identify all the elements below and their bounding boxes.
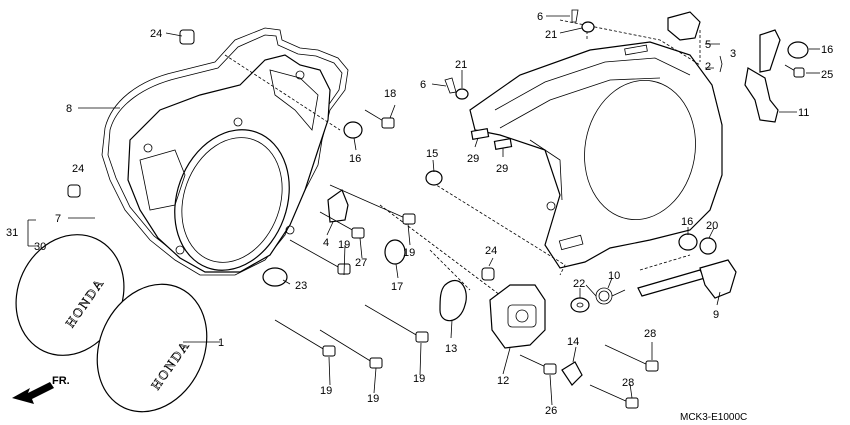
label-8: 8 xyxy=(66,103,72,115)
label-24b: 24 xyxy=(72,163,84,175)
return-spring[interactable] xyxy=(585,284,626,305)
rubber-mount-16c[interactable] xyxy=(678,233,698,251)
clutch-lifter-arm[interactable] xyxy=(489,284,546,349)
washer-21b[interactable] xyxy=(455,88,469,100)
label-29a: 29 xyxy=(467,153,479,165)
rubber-pad-29b[interactable] xyxy=(493,137,513,151)
dowel-pin-24b[interactable] xyxy=(67,184,81,198)
label-16b: 16 xyxy=(821,44,833,56)
label-20: 20 xyxy=(706,220,718,232)
rubber-mount-16a[interactable] xyxy=(343,121,363,139)
label-28b: 28 xyxy=(622,377,634,389)
label-25: 25 xyxy=(821,69,833,81)
bolt-28a[interactable] xyxy=(645,360,659,372)
label-4: 4 xyxy=(323,237,329,249)
label-22: 22 xyxy=(573,278,585,290)
collar-20[interactable] xyxy=(699,237,717,255)
part-labels: 1 2 3 4 5 6 6 7 8 9 10 11 12 13 14 15 16… xyxy=(6,11,833,417)
label-6b: 6 xyxy=(420,79,426,91)
label-19a: 19 xyxy=(403,247,415,259)
bolt-19e[interactable] xyxy=(415,331,429,343)
cover-clip[interactable] xyxy=(667,11,701,41)
label-15: 15 xyxy=(426,148,438,160)
label-5: 5 xyxy=(705,39,711,51)
label-2: 2 xyxy=(705,61,711,73)
bolt-26[interactable] xyxy=(543,363,557,375)
label-16c: 16 xyxy=(681,216,693,228)
left-crankcase-cover[interactable] xyxy=(127,54,331,286)
grommet-17[interactable] xyxy=(384,239,406,265)
dowel-pin-24a[interactable] xyxy=(179,29,195,45)
label-7: 7 xyxy=(55,213,61,225)
bolt-19d[interactable] xyxy=(369,357,383,369)
label-23: 23 xyxy=(295,280,307,292)
label-16a: 16 xyxy=(349,153,361,165)
label-24a: 24 xyxy=(150,28,162,40)
label-31: 31 xyxy=(6,227,18,239)
oil-seal-23[interactable] xyxy=(262,267,288,287)
gearshift-spindle[interactable] xyxy=(637,259,737,299)
bolt-18[interactable] xyxy=(381,117,395,129)
label-24c: 24 xyxy=(485,245,497,257)
label-26: 26 xyxy=(545,405,557,417)
label-30: 30 xyxy=(34,241,46,253)
clip-pin-6b[interactable] xyxy=(444,77,457,94)
leader-lines xyxy=(27,15,820,406)
bolt-19c[interactable] xyxy=(322,345,336,357)
washer-21a[interactable] xyxy=(581,21,595,33)
label-19c: 19 xyxy=(320,385,332,397)
label-10: 10 xyxy=(608,270,620,282)
emblem-1[interactable]: HONDA xyxy=(77,266,227,425)
collar-15[interactable] xyxy=(425,170,443,186)
emblem-30[interactable]: HONDA xyxy=(0,217,143,373)
assembly-guides xyxy=(224,19,701,311)
rubber-mount-16b[interactable] xyxy=(787,41,809,59)
label-17: 17 xyxy=(391,281,403,293)
label-21b: 21 xyxy=(455,59,467,71)
label-18: 18 xyxy=(384,88,396,100)
label-21a: 21 xyxy=(545,29,557,41)
bolt-27[interactable] xyxy=(351,227,365,239)
front-label: FR. xyxy=(52,375,70,387)
label-9: 9 xyxy=(713,309,719,321)
bolt-19a[interactable] xyxy=(402,213,416,225)
label-11: 11 xyxy=(798,107,809,119)
lifter-bracket[interactable] xyxy=(327,189,349,223)
bolt-25[interactable] xyxy=(793,67,805,78)
rubber-pad-29a[interactable] xyxy=(470,127,490,141)
o-ring-13[interactable] xyxy=(439,279,467,322)
washer-22[interactable] xyxy=(570,297,590,313)
front-direction-arrow: FR. xyxy=(12,375,70,404)
label-6a: 6 xyxy=(537,11,543,23)
dowel-pin-24c[interactable] xyxy=(481,267,495,281)
label-19b: 19 xyxy=(338,239,350,251)
shift-arm[interactable] xyxy=(744,29,781,123)
label-29b: 29 xyxy=(496,163,508,175)
clip-pin-6a[interactable] xyxy=(571,9,579,23)
label-28a: 28 xyxy=(644,328,656,340)
bolt-28b[interactable] xyxy=(625,397,639,409)
label-12: 12 xyxy=(497,375,509,387)
label-19e: 19 xyxy=(413,373,425,385)
label-3: 3 xyxy=(730,48,736,60)
label-27: 27 xyxy=(355,257,367,269)
label-13: 13 xyxy=(445,343,457,355)
label-19d: 19 xyxy=(367,393,379,405)
diagram-code: MCK3-E1000C xyxy=(680,412,747,423)
label-1: 1 xyxy=(218,337,224,349)
outer-cover[interactable] xyxy=(469,41,723,269)
label-14: 14 xyxy=(567,336,579,348)
clip-14[interactable] xyxy=(561,361,583,386)
